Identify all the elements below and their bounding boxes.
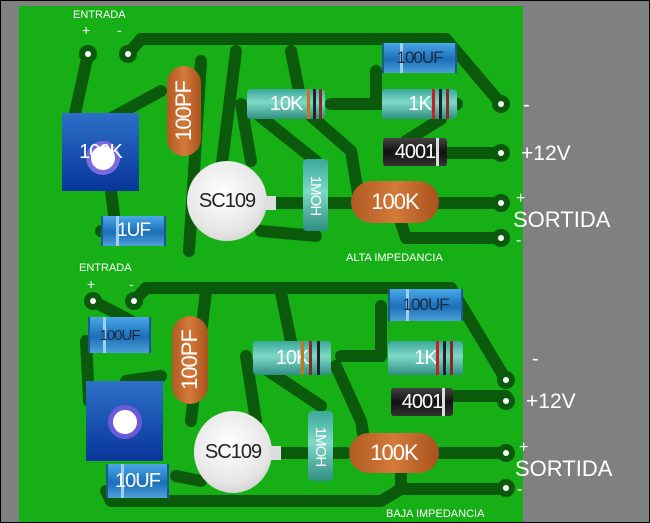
bottom-supply-minus: - bbox=[532, 348, 539, 370]
component-label: 4001 bbox=[401, 390, 443, 413]
top-output-minus: - bbox=[516, 232, 522, 249]
bottom-supply-plus: +12V bbox=[526, 390, 576, 413]
top-resistor-100k: 100K bbox=[351, 181, 439, 223]
top-output-label: SORTIDA bbox=[513, 207, 611, 232]
bottom-diode-4001: 4001 bbox=[391, 388, 453, 416]
top-capacitor-100uf: 100UF bbox=[382, 43, 457, 73]
component-label: 1MOH bbox=[307, 175, 324, 215]
bottom-output-plus: + bbox=[519, 439, 529, 456]
bottom-resistor-1moh: 1MOH bbox=[308, 411, 333, 481]
component-label: 4001 bbox=[394, 140, 436, 163]
component-label: 10UF bbox=[115, 469, 161, 492]
knob-icon bbox=[86, 141, 120, 175]
top-supply-plus: +12V bbox=[521, 142, 571, 165]
top-input-minus: - bbox=[117, 22, 122, 38]
component-label: 100UF bbox=[396, 48, 443, 67]
component-label: 1K bbox=[408, 92, 431, 115]
top-impedance-label: ALTA IMPEDANCIA bbox=[346, 252, 443, 264]
component-label: SC109 bbox=[198, 189, 256, 212]
bottom-potentiometer bbox=[86, 381, 163, 461]
bottom-input-plus: + bbox=[87, 276, 96, 292]
component-label: 1K bbox=[414, 346, 437, 369]
component-label: 1UF bbox=[117, 220, 151, 241]
component-label: 100UF bbox=[99, 326, 140, 344]
bottom-capacitor-100uf-left: 100UF bbox=[88, 317, 151, 353]
bottom-output-minus: - bbox=[517, 481, 523, 498]
component-label: 10K bbox=[275, 346, 310, 369]
bottom-capacitor-10uf: 10UF bbox=[106, 464, 169, 498]
top-output-plus: + bbox=[516, 190, 526, 207]
component-label: 100PF bbox=[171, 81, 197, 141]
bottom-capacitor-100uf: 100UF bbox=[388, 289, 463, 321]
top-resistor-10k: 10K bbox=[247, 89, 325, 119]
component-label: SC109 bbox=[204, 440, 262, 463]
top-capacitor-1uf: 1UF bbox=[101, 216, 166, 246]
bottom-transistor-sc109: SC109 bbox=[194, 411, 272, 493]
bottom-resistor-1k: 1K bbox=[388, 341, 463, 375]
top-diode-4001: 4001 bbox=[383, 138, 447, 166]
knob-icon bbox=[108, 405, 142, 439]
top-input-plus: + bbox=[82, 22, 91, 38]
top-supply-minus: - bbox=[523, 94, 530, 116]
top-resistor-1moh: 1MOH bbox=[303, 159, 328, 231]
component-label: 100K bbox=[79, 140, 123, 163]
component-label: 100UF bbox=[402, 295, 449, 314]
component-label: 10K bbox=[269, 92, 304, 115]
component-label: 100PF bbox=[177, 330, 203, 390]
top-resistor-1k: 1K bbox=[382, 89, 457, 119]
component-label: 1MOH bbox=[312, 426, 329, 466]
bottom-input-minus: - bbox=[129, 276, 134, 292]
transistor-tab bbox=[271, 446, 281, 460]
transistor-tab bbox=[266, 196, 276, 210]
component-label: 100K bbox=[371, 189, 419, 214]
bottom-resistor-100k: 100K bbox=[349, 433, 439, 473]
top-potentiometer-100k: 100K bbox=[62, 113, 139, 191]
bottom-impedance-label: BAJA IMPEDANCIA bbox=[386, 508, 485, 520]
bottom-input-label: ENTRADA bbox=[79, 262, 132, 274]
top-transistor-sc109: SC109 bbox=[187, 161, 267, 241]
top-input-label: ENTRADA bbox=[73, 9, 126, 21]
bottom-resistor-10k: 10K bbox=[253, 341, 331, 375]
bottom-capacitor-100pf: 100PF bbox=[172, 316, 208, 404]
top-capacitor-100pf: 100PF bbox=[167, 66, 201, 156]
bottom-output-label: SORTIDA bbox=[515, 456, 613, 481]
component-label: 100K bbox=[370, 440, 418, 465]
